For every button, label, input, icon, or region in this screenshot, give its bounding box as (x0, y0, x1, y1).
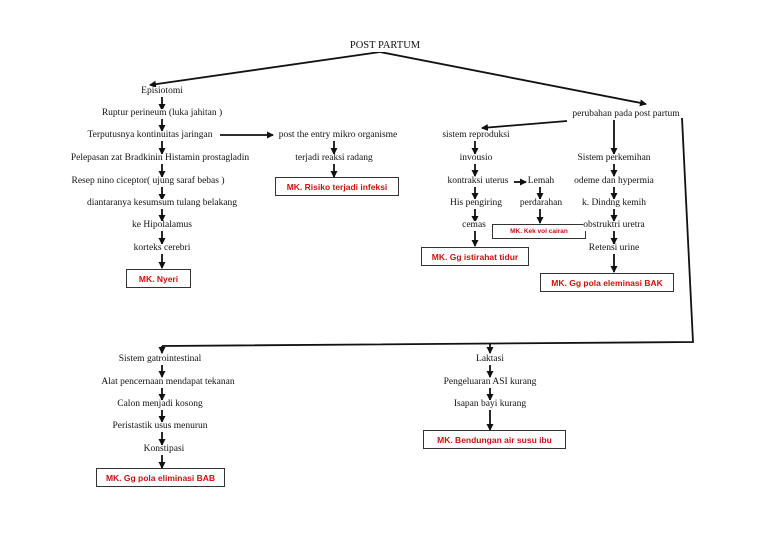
diagnosis-gg-pola-eliminasi-bab: MK. Gg pola eliminasi BAB (96, 468, 225, 487)
arrow-title-episiotomi (149, 51, 381, 88)
node-kontraksi-uterus: kontraksi uterus (447, 176, 509, 187)
node-konstipasi: Konstipasi (143, 444, 185, 455)
node-episiotomi: Episiotomi (141, 86, 183, 97)
arrow-to-reproduksi (481, 120, 568, 131)
node-lemah: Lemah (527, 176, 555, 187)
node-sistem-gatrointestinal: Sistem gatrointestinal (118, 354, 202, 365)
node-cemas: cemas (462, 220, 486, 231)
node-pelepasan-zat: Pelepasan zat Bradkinin Histamin prostag… (70, 153, 250, 164)
node-korteks: korteks cerebri (133, 243, 191, 254)
node-terputusnya-kontinuitas: Terputusnya kontinuitas jaringan (87, 130, 213, 141)
node-calon-kosong: Calon menjadi kosong (117, 399, 203, 410)
diagnosis-kek-vol-cairan: MK. Kek vol cairan (492, 224, 586, 239)
node-obstruktri-uretra: obstruktri uretra (583, 220, 645, 231)
node-his-pengiring: His pengiring (450, 198, 502, 209)
diagnosis-bendungan-asi: MK. Bendungan air susu ibu (423, 430, 566, 449)
node-sistem-reproduksi: sistem reproduksi (442, 130, 510, 141)
diagnosis-gg-istirahat-tidur: MK. Gg istirahat tidur (421, 247, 529, 266)
node-perdarahan: perdarahan (519, 198, 563, 209)
node-post-entry: post the entry mikro organisme (278, 130, 398, 141)
node-resep-nino: Resep nino ciceptor( ujung saraf bebas ) (71, 176, 225, 187)
node-dinding-kemih: k. Dindng kemih (581, 198, 647, 209)
diagnosis-nyeri: MK. Nyeri (126, 269, 191, 288)
node-alat-pencernaan: Alat pencernaan mendapat tekanan (101, 377, 235, 388)
diagram-title: POST PARTUM (349, 40, 421, 52)
diagnosis-risiko-infeksi: MK. Risiko terjadi infeksi (275, 177, 399, 196)
node-retensi-urine: Retensi urine (588, 243, 640, 254)
node-reaksi-radang: terjadi reaksi radang (295, 153, 373, 164)
node-pengeluaran-asi: Pengeluaran ASI kurang (443, 377, 537, 388)
node-peristastik: Peristastik usus menurun (112, 421, 208, 432)
node-sistem-perkemihan: Sistem perkemihan (577, 153, 651, 164)
connector-bottom (161, 117, 694, 347)
node-kesumsum: diantaranya kesumsum tulang belakang (86, 198, 238, 209)
node-isapan-bayi: Isapan bayi kurang (453, 399, 527, 410)
node-hipolalamus: ke Hipolalamus (132, 220, 192, 231)
node-perubahan-post-partum: perubahan pada post partum (572, 109, 680, 120)
node-invousio: invousio (459, 153, 493, 164)
node-laktasi: Laktasi (476, 354, 504, 365)
diagnosis-gg-pola-eleminasi-bak: MK. Gg pola eleminasi BAK (540, 273, 674, 292)
node-odeme-hypermia: odeme dan hypermia (574, 176, 654, 187)
arrow-title-perubahan (379, 51, 647, 107)
node-ruptur-perineum: Ruptur perineum (luka jahitan ) (101, 108, 223, 119)
